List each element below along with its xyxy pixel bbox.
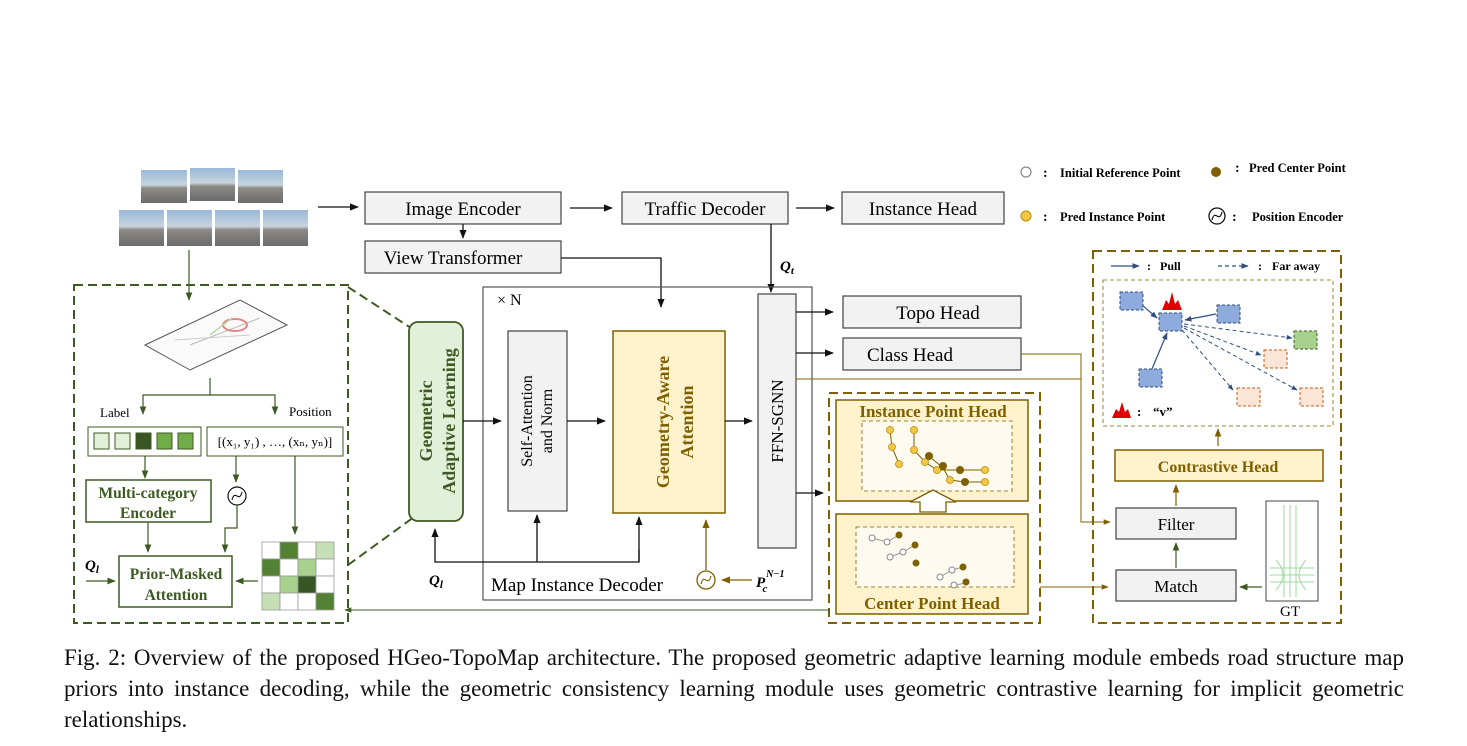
legend-v: “v” — [1153, 404, 1173, 419]
q-l-symbol-left: Ql — [85, 558, 100, 576]
gt-label: GT — [1280, 604, 1300, 620]
up-arrow-icon — [909, 489, 957, 513]
center-point-head-label: Center Point Head — [864, 594, 1000, 613]
position-formula: [(x₁, y₁) , …, (xₙ, yₙ)] — [218, 434, 333, 449]
peak-icon — [1112, 402, 1131, 418]
camera-image — [141, 170, 187, 203]
class-head-label: Class Head — [867, 345, 954, 366]
legend-sep: : — [1258, 259, 1262, 273]
geometric-adaptive-learning-line2: Adaptive Learning — [439, 348, 459, 494]
self-attention-line1: Self-Attention — [519, 375, 536, 467]
legend-pull: Pull — [1160, 259, 1181, 273]
pred-instance-point-icon — [1020, 210, 1032, 222]
legend-sep: : — [1137, 404, 1141, 419]
camera-images — [119, 168, 308, 246]
topo-head-label: Topo Head — [896, 303, 980, 324]
initial-ref-point-icon — [1020, 166, 1032, 178]
label-text: Label — [100, 405, 130, 420]
pred-center-point-icon — [1211, 167, 1221, 177]
q-t-symbol: Qt — [780, 259, 795, 277]
camera-image — [119, 210, 164, 246]
geometry-aware-attention-line2: Attention — [677, 386, 697, 459]
architecture-diagram: Image Encoder Traffic Decoder Instance H… — [73, 161, 1347, 624]
legend-sep: : — [1235, 161, 1240, 176]
map-instance-decoder-label: Map Instance Decoder — [491, 575, 664, 596]
peak-icon — [1162, 292, 1182, 310]
legend-sep: : — [1147, 259, 1151, 273]
camera-image — [263, 210, 308, 246]
prior-panel — [73, 284, 349, 624]
legend-sep: : — [1043, 210, 1048, 225]
camera-image — [190, 168, 235, 201]
legend-far-away: Far away — [1272, 259, 1320, 273]
filter-label: Filter — [1158, 515, 1195, 534]
point-heads-panel — [828, 392, 1041, 624]
legend-initial-ref: Initial Reference Point — [1060, 166, 1181, 180]
legend: : Initial Reference Point : Pred Center … — [1020, 161, 1347, 225]
traffic-decoder-label: Traffic Decoder — [645, 199, 766, 220]
prior-masked-attention-line1: Prior-Masked — [130, 566, 223, 583]
times-n-label: × N — [497, 292, 522, 309]
camera-image — [215, 210, 260, 246]
multi-category-encoder-line1: Multi-category — [99, 485, 198, 502]
image-encoder-label: Image Encoder — [405, 199, 521, 220]
center-points — [868, 531, 970, 589]
mask-matrix — [261, 541, 335, 611]
gt-map-image — [1265, 500, 1319, 602]
view-transformer-label: View Transformer — [384, 248, 523, 269]
ffn-sgnn-label: FFN-SGNN — [768, 379, 787, 462]
camera-image — [238, 170, 283, 203]
position-text: Position — [289, 404, 332, 419]
map-instance-decoder-frame — [482, 286, 813, 601]
legend-sep: : — [1043, 166, 1048, 181]
instance-head-label: Instance Head — [869, 199, 978, 220]
self-attention-line2: and Norm — [539, 388, 556, 453]
legend-pred-instance: Pred Instance Point — [1060, 210, 1166, 224]
figure-caption: Fig. 2: Overview of the proposed HGeo-To… — [64, 645, 1404, 732]
legend-sep: : — [1232, 210, 1237, 225]
legend-position-encoder: Position Encoder — [1252, 210, 1344, 224]
legend-pred-center: Pred Center Point — [1249, 161, 1347, 175]
instance-point-head-label: Instance Point Head — [859, 402, 1007, 421]
instance-points — [886, 426, 989, 486]
multi-category-encoder-line2: Encoder — [120, 505, 176, 522]
contrastive-head-label: Contrastive Head — [1158, 459, 1279, 476]
contrastive-panel — [1092, 250, 1342, 624]
camera-image — [167, 210, 212, 246]
map-prior-image — [143, 299, 289, 371]
geometry-aware-attention-line1: Geometry-Aware — [653, 356, 673, 488]
q-l-symbol: Ql — [429, 573, 444, 591]
geometric-adaptive-learning-line1: Geometric — [416, 381, 436, 462]
prior-masked-attention-line2: Attention — [145, 587, 208, 604]
contrastive-graph — [1112, 291, 1324, 418]
match-label: Match — [1154, 577, 1198, 596]
